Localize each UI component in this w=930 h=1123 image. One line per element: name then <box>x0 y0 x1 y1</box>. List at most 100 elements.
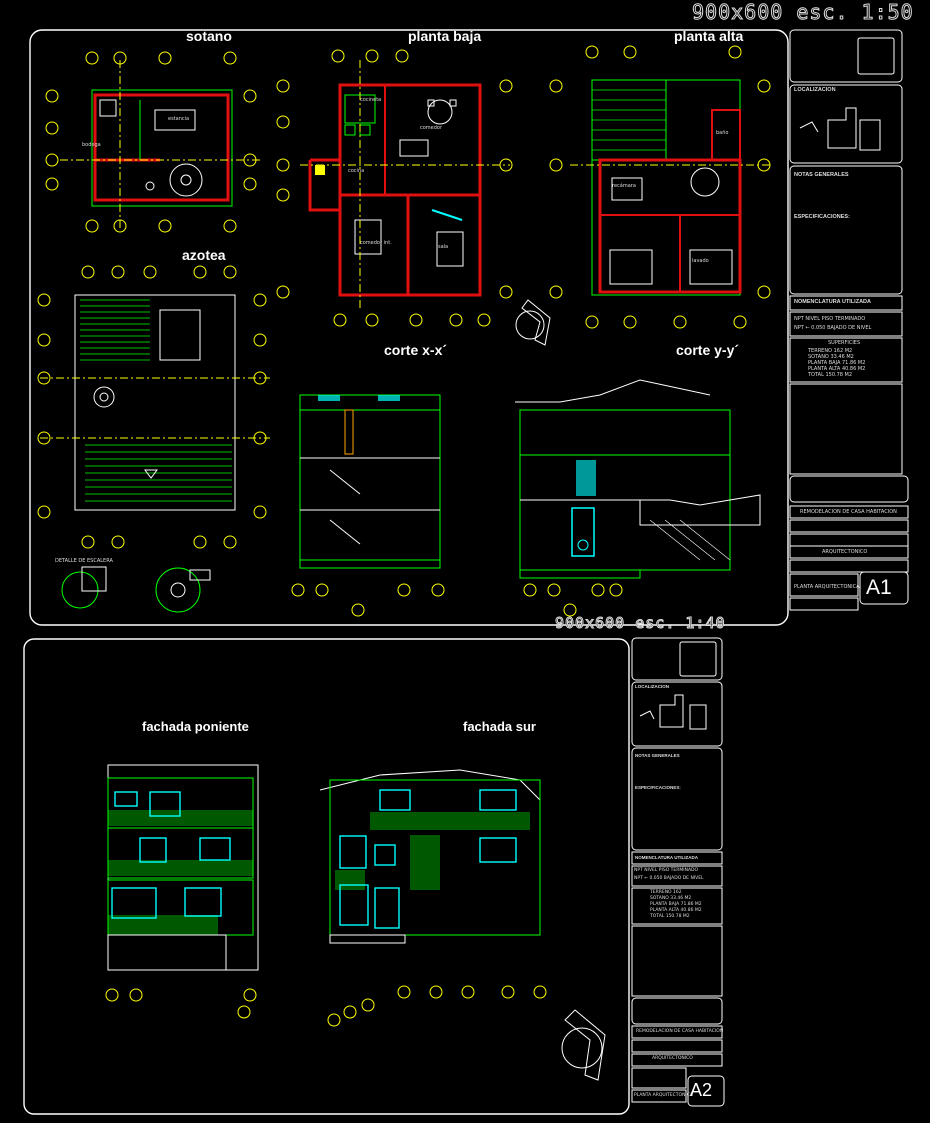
axis-bubble <box>111 535 125 549</box>
tb1-nbn: NPT ← 0.050 BAJADO DE NIVEL <box>794 325 872 331</box>
axis-bubble <box>223 219 237 233</box>
room-label: bodega <box>82 142 101 148</box>
axis-bubble <box>623 45 637 59</box>
axis-bubble <box>431 583 445 597</box>
axis-bubble <box>276 158 290 172</box>
room-label: sala <box>438 244 449 250</box>
axis-bubble <box>523 583 537 597</box>
sheet1-frame <box>29 29 789 626</box>
axis-bubble <box>253 505 267 519</box>
sheet2-frame <box>23 638 630 1115</box>
axis-bubble <box>237 1005 251 1019</box>
tb2-project: REMODELACION DE CASA HABITACION <box>636 1029 724 1034</box>
axis-bubble <box>291 583 305 597</box>
axis-bubble <box>45 153 59 167</box>
axis-bubble <box>757 285 771 299</box>
plan-alta <box>570 79 770 296</box>
tb1-superficie-row: PLANTA BAJA 71.86 M2 <box>808 360 866 366</box>
axis-bubble <box>591 583 605 597</box>
tb1-arq: ARQUITECTONICO <box>822 549 868 555</box>
axis-bubble <box>331 49 345 63</box>
localizacion-map-2 <box>639 694 707 730</box>
tb1-superficie-row: PLANTA ALTA 40.86 M2 <box>808 366 866 372</box>
axis-bubble <box>477 313 491 327</box>
axis-bubble <box>193 535 207 549</box>
axis-bubble <box>757 158 771 172</box>
tb2-especificaciones: ESPECIFICACIONES: <box>635 785 681 790</box>
corte-yy <box>515 379 761 579</box>
tb1-superficie-row: SOTANO 33.46 M2 <box>808 354 854 360</box>
axis-bubble <box>728 45 742 59</box>
title-corte-yy: corte y-y´ <box>676 342 740 358</box>
axis-bubble <box>623 315 637 329</box>
plan-azotea <box>40 294 270 511</box>
axis-bubble <box>223 51 237 65</box>
axis-bubble <box>409 313 423 327</box>
tb2-nomenclatura: NOMENCLATURA UTILIZADA <box>635 855 698 860</box>
north-arrow-2 <box>561 1009 606 1081</box>
axis-bubble <box>85 219 99 233</box>
axis-bubble <box>276 115 290 129</box>
axis-bubble <box>81 265 95 279</box>
axis-bubble <box>499 158 513 172</box>
tb2-superficie-row: PLANTA ALTA 40.86 M2 <box>650 908 702 913</box>
axis-bubble <box>276 285 290 299</box>
title-fachada-sur: fachada sur <box>463 719 536 734</box>
axis-bubble <box>111 265 125 279</box>
scale-label-middle: 900x600 esc. 1:40 <box>555 614 726 633</box>
axis-bubble <box>37 371 51 385</box>
room-label: comedor <box>420 125 443 131</box>
axis-bubble <box>85 51 99 65</box>
tb2-plano: PLANTA ARQUITECTONICA <box>634 1093 693 1098</box>
axis-bubble <box>397 985 411 999</box>
axis-bubble <box>45 121 59 135</box>
axis-bubble <box>113 219 127 233</box>
axis-bubble <box>365 49 379 63</box>
axis-bubble <box>105 988 119 1002</box>
title-sotano: sotano <box>186 28 232 44</box>
axis-bubble <box>276 79 290 93</box>
axis-bubble <box>243 988 257 1002</box>
detalle-escalera <box>61 566 211 613</box>
tb1-plano: PLANTA ARQUITECTONICA <box>794 584 860 590</box>
axis-bubble <box>253 431 267 445</box>
axis-bubble <box>395 49 409 63</box>
axis-bubble <box>193 265 207 279</box>
axis-bubble <box>549 158 563 172</box>
axis-bubble <box>501 985 515 999</box>
tb2-arq: ARQUITECTONICO <box>652 1056 693 1061</box>
title-corte-xx: corte x-x´ <box>384 342 448 358</box>
axis-bubble <box>253 371 267 385</box>
axis-bubble <box>585 45 599 59</box>
axis-bubble <box>315 583 329 597</box>
tb1-notas: NOTAS GENERALES <box>794 172 849 178</box>
room-label: cocina <box>348 168 365 174</box>
tb1-npt: NPT NIVEL PISO TERMINADO <box>794 316 866 322</box>
sheet-number-a2: A2 <box>690 1080 713 1100</box>
axis-bubble <box>253 333 267 347</box>
tb2-superficie-row: TOTAL 150.78 M2 <box>650 914 690 919</box>
tb2-localizacion: LOCALIZACION <box>635 684 669 689</box>
axis-bubble <box>343 1005 357 1019</box>
axis-bubble <box>673 315 687 329</box>
axis-bubble <box>333 313 347 327</box>
axis-bubble <box>365 313 379 327</box>
titleblock-1 <box>789 29 909 611</box>
axis-bubble <box>143 265 157 279</box>
axis-bubble <box>351 603 365 617</box>
axis-bubble <box>223 535 237 549</box>
room-label: estancia <box>168 116 190 122</box>
tb1-superficie-row: TOTAL 150.78 M2 <box>808 372 853 378</box>
axis-bubble <box>243 177 257 191</box>
detail-label: DETALLE DE ESCALERA <box>55 558 113 564</box>
titleblock-2 <box>631 637 725 1107</box>
axis-bubble <box>253 293 267 307</box>
axis-bubble <box>461 985 475 999</box>
plan-baja <box>300 60 510 310</box>
axis-bubble <box>549 79 563 93</box>
axis-bubble <box>158 51 172 65</box>
tb1-superficies-title: SUPERFICIES <box>828 340 861 346</box>
axis-bubbles <box>37 45 771 1027</box>
tb2-superficie-row: TERRENO 162 <box>650 890 682 895</box>
axis-bubble <box>37 431 51 445</box>
